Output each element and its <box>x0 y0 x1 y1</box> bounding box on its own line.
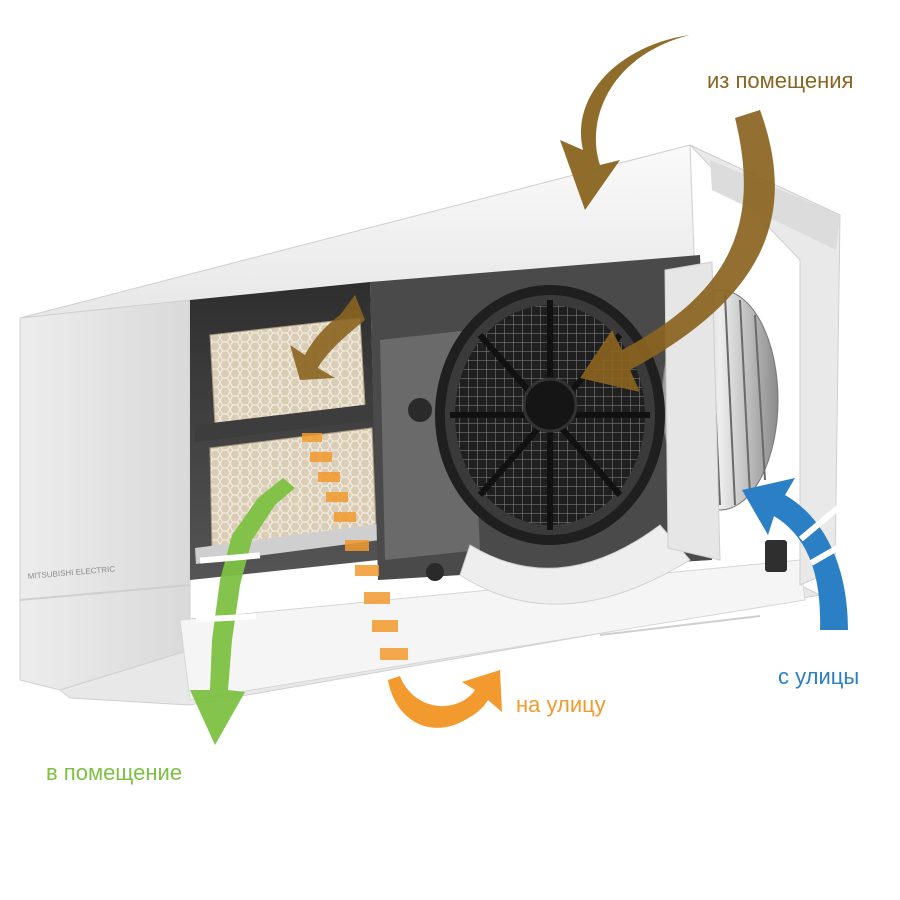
label-to-outside: на улицу <box>516 692 606 718</box>
label-to-room: в помещение <box>46 760 182 786</box>
label-from-room: из помещения <box>707 68 853 94</box>
bolt-icon <box>408 398 432 422</box>
label-from-street: с улицы <box>778 664 859 690</box>
